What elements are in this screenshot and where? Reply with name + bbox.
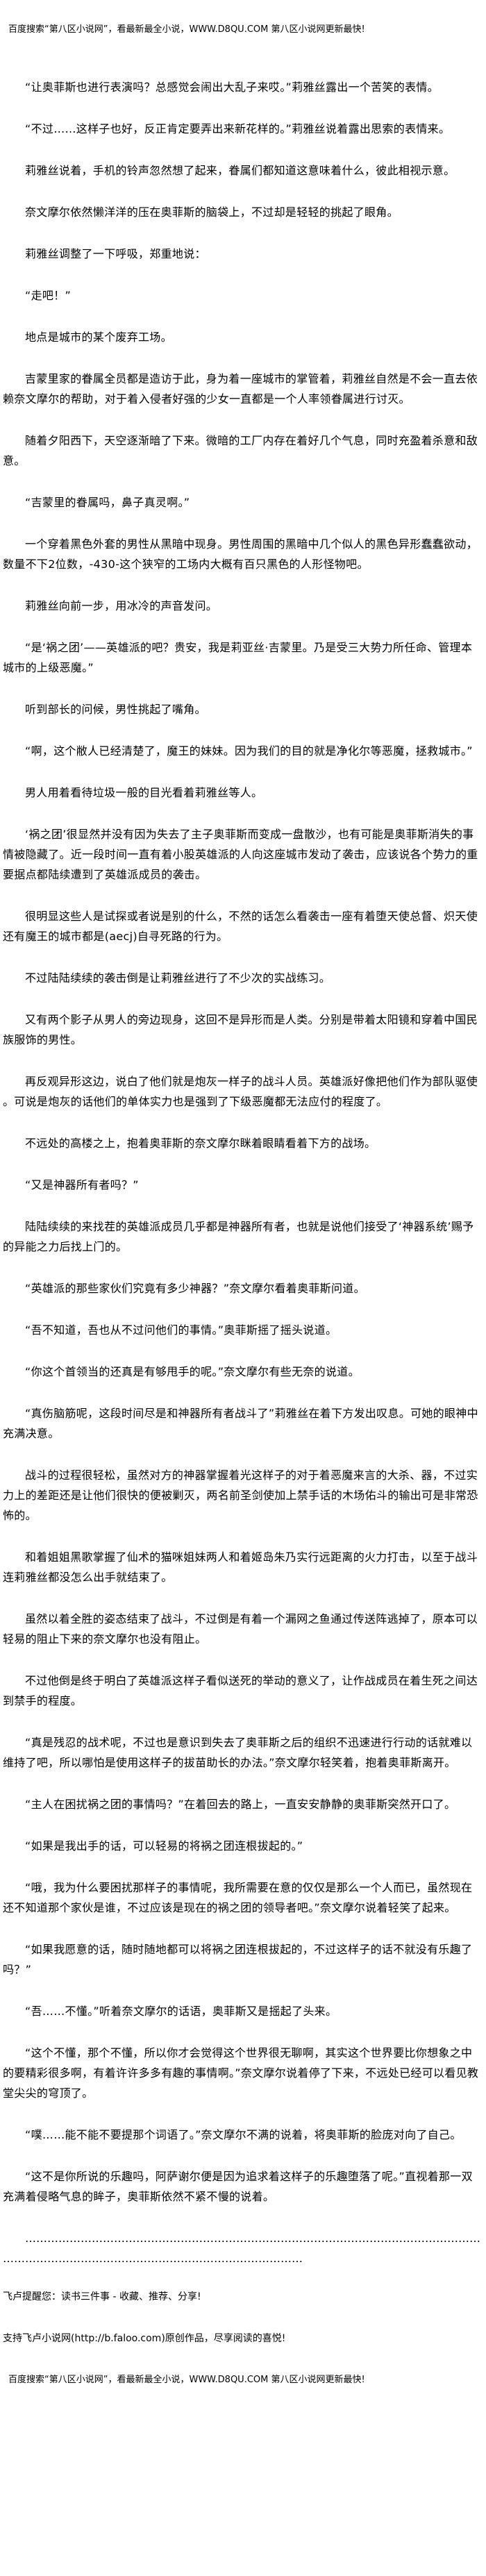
paragraph: “英雄派的那些家伙们究竟有多少神器？”奈文摩尔看着奥菲斯问道。: [25, 1282, 365, 1295]
paragraph: “哦，我为什么要困扰那样子的事情呢，我所需要在意的仅仅是那么一个人而已，虽然现在…: [3, 1881, 473, 1914]
paragraph: “真伤脑筋呢，这段时间尽是和神器所有者战斗了”莉雅丝在着下方发出叹息。可她的眼神…: [3, 1407, 478, 1440]
paragraph: 地点是城市的某个废弃工场。: [25, 331, 172, 344]
paragraph: 一个穿着黑色外套的男性从黑暗中现身。男性周围的黑暗中几个似人的黑色异形蠢蠢欲动，…: [3, 537, 478, 571]
paragraph: “又是神器所有者吗？”: [25, 1178, 139, 1191]
paragraph: 莉雅丝调整了一下呼吸，郑重地说：: [25, 247, 206, 260]
paragraph: 吉蒙里家的眷属全员都是造访于此，身为着一座城市的掌管着，莉雅丝自然是不会一直去依…: [3, 372, 478, 405]
paragraph: “如果我愿意的话，随时随地都可以将祸之团连根拔起的，不过这样子的话不就没有乐趣了…: [3, 1943, 473, 1976]
paragraph: 战斗的过程很轻松，虽然对方的神器掌握着光这样子的对于着恶魔来言的大杀、器，不过实…: [3, 1469, 478, 1522]
paragraph: 又有两个影子从男人的旁边现身，这回不是异形而是人类。分别是带着太阳镜和穿着中国民…: [3, 1013, 478, 1046]
paragraph: “主人在困扰祸之团的事情吗？”在着回去的路上，一直安安静静的奥菲斯突然开口了。: [25, 1798, 456, 1811]
paragraph: ‘祸之团’很显然并没有因为失去了主子奥菲斯而变成一盘散沙，也有可能是奥菲斯消失的…: [3, 828, 478, 881]
paragraph: “吾……不懂。”听着奈文摩尔的话语，奥菲斯又是摇起了头来。: [25, 2005, 337, 2018]
paragraph: 虽然以着全胜的姿态结束了战斗，不过倒是有着一个漏网之鱼通过传送阵逃掉了，原本可以…: [3, 1612, 478, 1646]
paragraph: “如果是我出手的话，可以轻易的将祸之团连根拔起的。”: [25, 1839, 303, 1852]
paragraph: “啊，这个敝人已经清楚了，魔王的妹妹。因为我们的目的就是净化尔等恶魔，拯救城市。…: [25, 744, 473, 758]
footer-reminder: 飞卢提醒您：读书三件事 - 收藏、推荐、分享!: [3, 2291, 201, 2302]
site-banner-bottom: 百度搜索“第八区小说网”，看最新最全小说，WWW.D8QU.COM 第八区小说网…: [8, 2375, 365, 2385]
paragraph: “走吧！”: [25, 289, 72, 302]
paragraph: “让奥菲斯也进行表演吗？总感觉会闹出大乱子来哎。”莉雅丝露出一个苦笑的表情。: [25, 81, 439, 94]
paragraph: 莉雅丝向前一步，用冰冷的声音发问。: [25, 599, 218, 612]
paragraph: “是‘祸之团’——英雄派的吧？贵安，我是莉亚丝·吉蒙里。乃是受三大势力所任命、管…: [3, 641, 473, 674]
site-banner-top: 百度搜索“第八区小说网”，看最新最全小说，WWW.D8QU.COM 第八区小说网…: [8, 24, 365, 35]
paragraph: 随着夕阳西下，天空逐渐暗了下来。微暗的工厂内存在着好几个气息，同时充盈着杀意和敌…: [3, 434, 478, 467]
paragraph: “这不是你所说的乐趣吗，阿萨谢尔便是因为追求着这样子的乐趣堕落了呢。”直视着那一…: [3, 2170, 473, 2203]
paragraph: 莉雅丝说着，手机的铃声忽然想了起来，眷属们都知道这意味着什么，彼此相视示意。: [25, 164, 455, 177]
paragraph: 和着姐姐黑歌掌握了仙术的猫咪姐妹两人和着姬岛朱乃实行远距离的火力打击，以至于战斗…: [3, 1550, 478, 1584]
paragraph: 再反观异形这边，说白了他们就是炮灰一样子的战斗人员。英雄派好像把他们作为部队驱使…: [3, 1075, 478, 1108]
paragraph: “吉蒙里的眷属吗，鼻子真灵啊。”: [25, 496, 190, 509]
chapter-body: “让奥菲斯也进行表演吗？总感觉会闹出大乱子来哎。”莉雅丝露出一个苦笑的表情。 “不…: [3, 77, 480, 2268]
page-footer: 飞卢提醒您：读书三件事 - 收藏、推荐、分享! 支持飞卢小说网(http://b…: [3, 2290, 480, 2387]
chapter-page: 百度搜索“第八区小说网”，看最新最全小说，WWW.D8QU.COM 第八区小说网…: [3, 24, 480, 2387]
paragraph: “真是残忍的战术呢，不过也是意识到失去了奥菲斯之后的组织不迅速进行行动的话就难以…: [3, 1736, 473, 1769]
paragraph: 不远处的高楼之上，抱着奥菲斯的奈文摩尔眯着眼睛看着下方的战场。: [25, 1137, 376, 1150]
ellipsis-separator: ……………………………………………………………………………………………………………: [3, 2232, 480, 2265]
paragraph: “噗……能不能不要提那个词语了。”奈文摩尔不满的说着，将奥菲斯的脸庞对向了自己。: [25, 2128, 462, 2141]
paragraph: 不过陆陆续续的袭击倒是让莉雅丝进行了不少次的实战练习。: [25, 971, 331, 985]
footer-support-notice: 支持飞卢小说网(http://b.faloo.com)原创作品，尽享阅读的喜悦!: [3, 2333, 286, 2344]
paragraph: “你这个首领当的还真是有够甩手的呢。”奈文摩尔有些无奈的说道。: [25, 1365, 360, 1378]
paragraph: 听到部长的问候，男性挑起了嘴角。: [25, 703, 206, 716]
paragraph: “这个不懂，那个不懂，所以你才会觉得这个世界很无聊啊，其实这个世界要比你想象之中…: [3, 2046, 479, 2100]
paragraph: “吾不知道，吾也从不过问他们的事情。”奥菲斯摇了摇头说道。: [25, 1323, 337, 1337]
paragraph: 不过他倒是终于明白了英雄派这样子看似送死的举动的意义了，让作战成员在着生死之间达…: [3, 1674, 478, 1707]
paragraph: 陆陆续续的来找茬的英雄派成员几乎都是神器所有者，也就是说他们接受了‘神器系统’赐…: [3, 1220, 474, 1253]
paragraph: 很明显这些人是试探或者说是别的什么，不然的话怎么看袭击一座有着堕天使总督、炽天使…: [3, 910, 478, 943]
paragraph: 奈文摩尔依然懒洋洋的压在奥菲斯的脑袋上，不过却是轻轻的挑起了眼角。: [25, 206, 399, 219]
paragraph: 男人用着看待垃圾一般的目光看着莉雅丝等人。: [25, 786, 263, 799]
paragraph: “不过……这样子也好，反正肯定要弄出来新花样的。”莉雅丝说着露出思索的表情来。: [25, 122, 451, 135]
